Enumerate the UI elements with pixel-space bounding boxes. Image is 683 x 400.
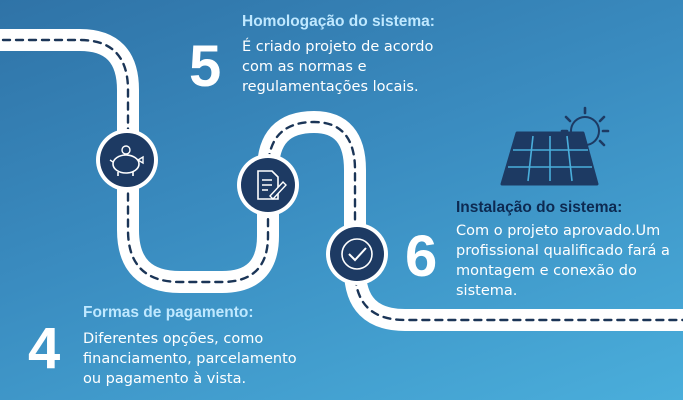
step-title: Instalação do sistema: [456, 199, 623, 216]
description-line: ou pagamento à vista. [83, 371, 247, 387]
step-title: Formas de pagamento: [83, 304, 254, 321]
step-number: 4 [28, 316, 61, 381]
description-line: profissional qualificado fará a [456, 243, 670, 259]
description-line: É criado projeto de acordo [242, 39, 434, 55]
description-line: financiamento, parcelamento [83, 351, 297, 367]
description-line: com as normas e [242, 59, 367, 75]
document-pen-icon [237, 154, 299, 216]
step-number: 6 [405, 224, 438, 289]
step-description: Diferentes opções, como financiamento, p… [83, 329, 297, 389]
description-line: regulamentações locais. [242, 79, 419, 95]
check-circle-icon [326, 223, 388, 285]
solar-panel-sun-icon [500, 106, 610, 186]
description-line: Diferentes opções, como [83, 331, 264, 347]
step-number: 5 [189, 34, 222, 99]
description-line: montagem e conexão do [456, 263, 637, 279]
step-description: Com o projeto aprovado.Um profissional q… [456, 221, 670, 301]
description-line: sistema. [456, 283, 518, 299]
description-line: Com o projeto aprovado.Um [456, 223, 661, 239]
step-title: Homologação do sistema: [242, 13, 435, 30]
piggy-bank-icon [96, 129, 158, 191]
step-description: É criado projeto de acordo com as normas… [242, 37, 433, 97]
